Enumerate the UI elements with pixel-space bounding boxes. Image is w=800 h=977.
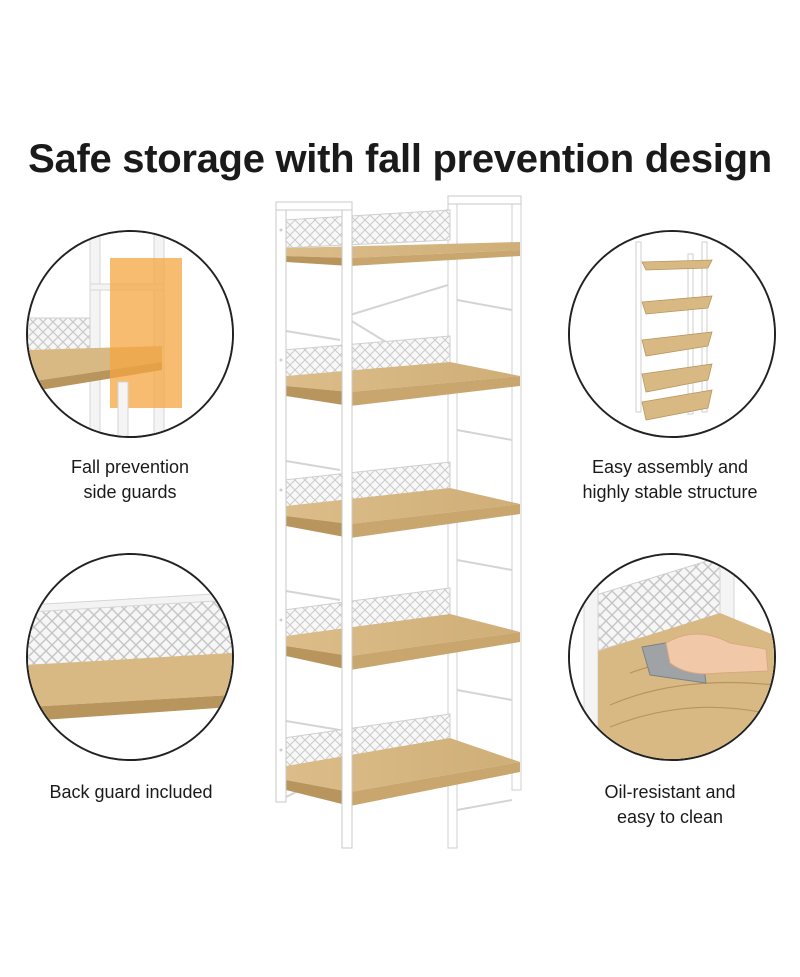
page-title: Safe storage with fall prevention design — [28, 136, 772, 181]
assembly-caption: Easy assembly and highly stable structur… — [560, 455, 780, 505]
back-guard-caption-line-1: Back guard included — [49, 782, 213, 802]
wiping-shelf-image — [568, 553, 776, 761]
hand-wiping-shelf-icon — [570, 555, 774, 759]
oil-resistant-caption: Oil-resistant and easy to clean — [560, 780, 780, 830]
bookshelf-illustration — [275, 195, 522, 849]
side-guard-closeup-image — [26, 230, 234, 438]
bookshelf-thumbnail-image — [568, 230, 776, 438]
back-guard-caption: Back guard included — [26, 780, 236, 805]
side-guard-closeup-icon — [28, 232, 232, 436]
back-guard-closeup-icon — [28, 555, 232, 759]
bookshelf-thumbnail-icon — [570, 232, 774, 436]
side-guards-caption: Fall prevention side guards — [26, 455, 234, 505]
oil-resistant-caption-line-1: Oil-resistant and — [604, 782, 736, 802]
oil-resistant-caption-line-2: easy to clean — [616, 807, 724, 827]
assembly-caption-line-1: Easy assembly and — [591, 457, 749, 477]
back-guard-closeup-image — [26, 553, 234, 761]
side-guards-caption-line-1: Fall prevention — [70, 457, 190, 477]
assembly-caption-line-2: highly stable structure — [582, 482, 758, 502]
side-guards-caption-line-2: side guards — [83, 482, 177, 502]
